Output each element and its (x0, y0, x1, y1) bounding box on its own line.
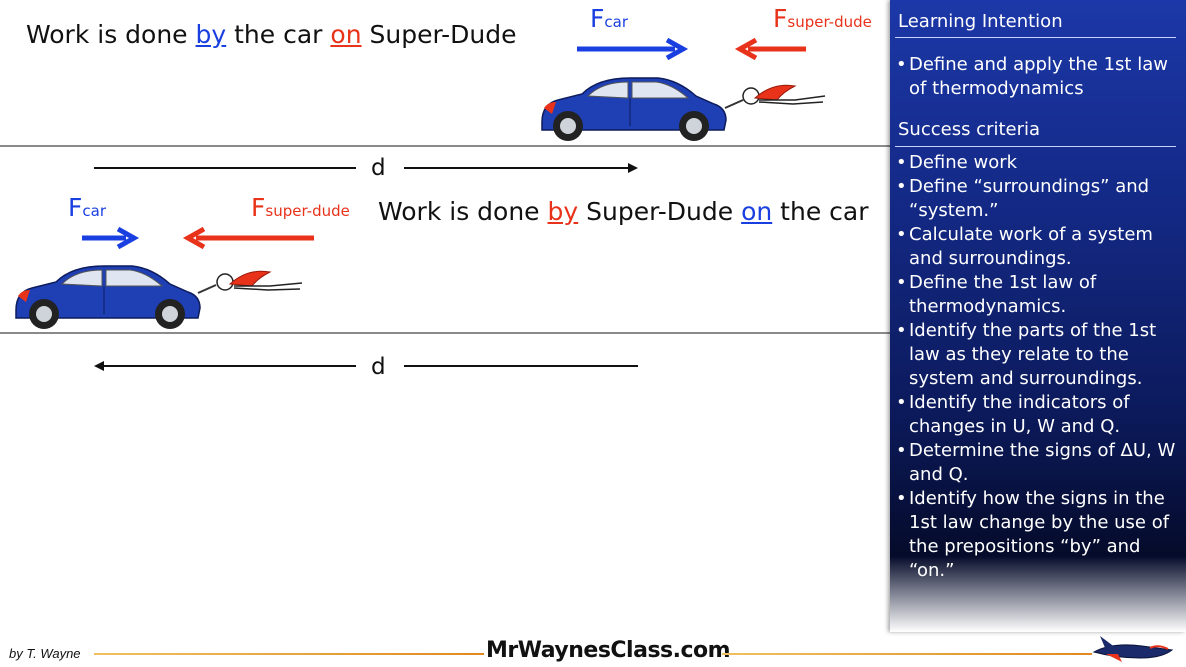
success-criteria-item-text: Identify the parts of the 1st law as the… (909, 320, 1157, 389)
keyword-on: on (330, 20, 362, 49)
success-criteria-item-text: Identify how the signs in the 1st law ch… (909, 488, 1170, 581)
author-credit: by T. Wayne (9, 646, 81, 661)
force-symbol: F (251, 193, 266, 222)
success-criteria-list: •Define work•Define “surroundings” and “… (896, 151, 1181, 583)
success-criteria-item: •Define work (896, 151, 1181, 175)
success-criteria-item: •Identify the indicators of changes in U… (896, 391, 1181, 439)
footer-divider (722, 653, 1092, 655)
bullet-icon: • (896, 488, 907, 509)
success-criteria-item-text: Calculate work of a system and surroundi… (909, 224, 1153, 269)
success-criteria-item-text: Define “surroundings” and “system.” (909, 176, 1150, 221)
success-criteria-item: •Calculate work of a system and surround… (896, 223, 1181, 271)
force-symbol: F (773, 4, 788, 33)
bullet-icon: • (896, 272, 907, 293)
superdude-illustration (197, 270, 303, 294)
force-subscript: super-dude (265, 202, 350, 220)
force-superdude-arrow (734, 37, 806, 61)
success-criteria-item-text: Identify the indicators of changes in U,… (909, 392, 1130, 437)
car-illustration (541, 77, 727, 141)
footer-divider (94, 653, 484, 655)
bullet-icon: • (896, 176, 907, 197)
force-symbol: F (590, 4, 605, 33)
top-sentence: Work is done by the car on Super-Dude (26, 20, 517, 49)
success-criteria-item-text: Determine the signs of ΔU, W and Q. (909, 440, 1176, 485)
success-criteria-heading: Success criteria (898, 119, 1041, 140)
sentence-text: Work is done (26, 20, 196, 49)
keyword-by: by (195, 20, 227, 49)
car-illustration (15, 265, 201, 329)
success-criteria-item: •Identify the parts of the 1st law as th… (896, 319, 1181, 391)
divider (895, 37, 1176, 38)
rocket-logo-icon (1092, 636, 1174, 662)
sentence-text: the car (772, 197, 869, 226)
distance-label: d (371, 354, 386, 380)
force-car-label: Fcar (590, 6, 628, 31)
learning-intention-heading: Learning Intention (898, 11, 1063, 32)
site-name: MrWaynesClass.com (486, 638, 731, 663)
force-subscript: car (604, 13, 628, 31)
learning-intention-list: •Define and apply the 1st law of thermod… (896, 53, 1181, 101)
force-superdude-label: Fsuper-dude (251, 195, 350, 220)
keyword-by: by (547, 197, 579, 226)
divider (895, 146, 1176, 147)
success-criteria-item: •Determine the signs of ΔU, W and Q. (896, 439, 1181, 487)
force-superdude-label: Fsuper-dude (773, 6, 872, 31)
force-car-arrow (577, 37, 689, 61)
force-subscript: super-dude (787, 13, 872, 31)
learning-panel: Learning Intention •Define and apply the… (890, 0, 1186, 632)
ground-line (0, 145, 892, 147)
force-car-arrow (82, 226, 140, 250)
success-criteria-item-text: Define the 1st law of thermodynamics. (909, 272, 1097, 317)
learning-intention-item-text: Define and apply the 1st law of thermody… (909, 54, 1168, 99)
sentence-text: Super-Dude (578, 197, 742, 226)
force-subscript: car (82, 202, 106, 220)
success-criteria-item-text: Define work (909, 152, 1018, 173)
bullet-icon: • (896, 392, 907, 413)
bullet-icon: • (896, 224, 907, 245)
bullet-icon: • (896, 152, 907, 173)
bullet-icon: • (896, 440, 907, 461)
sentence-text: Work is done (378, 197, 548, 226)
keyword-on: on (741, 197, 773, 226)
success-criteria-item: •Define “surroundings” and “system.” (896, 175, 1181, 223)
distance-arrow (94, 361, 638, 371)
bullet-icon: • (896, 54, 907, 75)
ground-line (0, 332, 892, 334)
bullet-icon: • (896, 320, 907, 341)
force-symbol: F (68, 193, 83, 222)
success-criteria-item: •Define the 1st law of thermodynamics. (896, 271, 1181, 319)
distance-arrow (94, 163, 638, 173)
bottom-sentence: Work is done by Super-Dude on the car (378, 197, 869, 226)
force-car-label: Fcar (68, 195, 106, 220)
distance-label: d (371, 155, 386, 181)
sentence-text: Super-Dude (361, 20, 517, 49)
learning-intention-item: •Define and apply the 1st law of thermod… (896, 53, 1181, 101)
success-criteria-item: •Identify how the signs in the 1st law c… (896, 487, 1181, 583)
force-superdude-arrow (182, 226, 314, 250)
sentence-text: the car (226, 20, 331, 49)
superdude-illustration (724, 84, 826, 109)
